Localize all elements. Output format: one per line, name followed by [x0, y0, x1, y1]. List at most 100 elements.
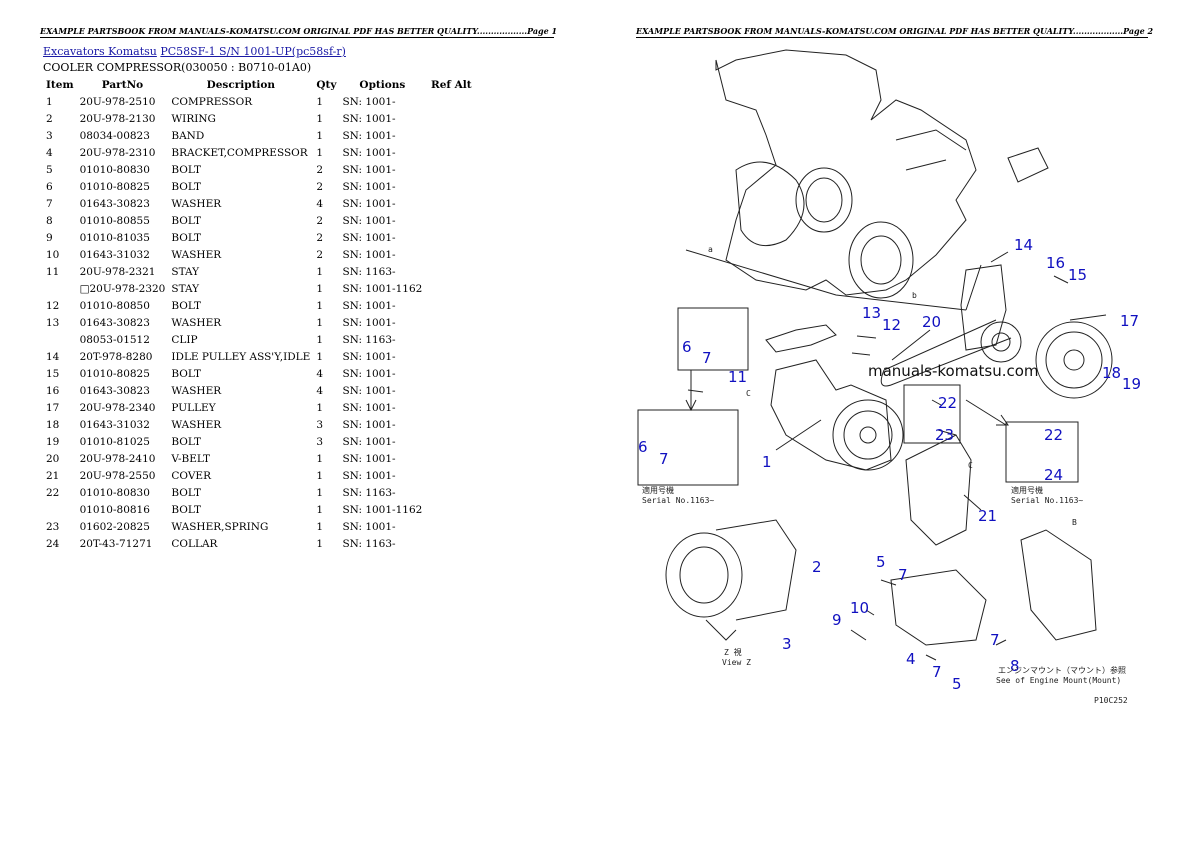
table-cell: [425, 501, 477, 518]
direction-arrow-drawing: [1007, 147, 1049, 183]
table-cell: SN: 1001-: [342, 112, 396, 125]
callout-number: 8: [1010, 657, 1020, 675]
table-cell: 1: [316, 486, 324, 499]
table-cell: IDLE PULLEY ASS'Y,IDLE: [171, 350, 311, 363]
table-cell: 1: [46, 95, 53, 108]
callout-number: 16: [1046, 254, 1065, 272]
table-cell: SN: 1001-: [342, 231, 396, 244]
table-cell: WASHER: [171, 197, 222, 210]
table-cell: [425, 280, 477, 297]
table-cell: BAND: [171, 129, 205, 142]
callout-number: 12: [882, 316, 901, 334]
table-cell: 1: [316, 537, 324, 550]
table-cell: 5: [46, 163, 53, 176]
column-header: Description: [206, 78, 276, 91]
table-cell: 2: [316, 231, 324, 244]
table-cell: [425, 416, 477, 433]
table-cell: [425, 314, 477, 331]
label-c2: C: [968, 461, 973, 470]
table-cell: WASHER: [171, 248, 222, 261]
watermark: manuals-komatsu.com: [868, 362, 1039, 380]
callout-number: 24: [1044, 466, 1063, 484]
callout-number: 7: [702, 349, 712, 367]
table-cell: 4: [316, 384, 324, 397]
cover-drawing: [905, 434, 972, 546]
breadcrumb-link-excavators[interactable]: Excavators Komatsu: [43, 45, 157, 58]
table-cell: 6: [46, 180, 53, 193]
table-cell: 01010-81035: [79, 231, 150, 244]
column-header: Options: [359, 78, 406, 91]
table-cell: 16: [46, 384, 60, 397]
table-cell: 12: [46, 299, 60, 312]
table-cell: 1: [316, 503, 324, 516]
table-cell: 17: [46, 401, 60, 414]
serial-right-jp: 適用号機: [1011, 485, 1043, 495]
table-cell: 08034-00823: [79, 129, 150, 142]
table-cell: COMPRESSOR: [171, 95, 253, 108]
v-belt-drawing: [880, 319, 1012, 387]
table-cell: 2: [316, 180, 324, 193]
table-cell: SN: 1001-: [342, 469, 396, 482]
breadcrumb-link-model[interactable]: PC58SF-1 S/N 1001-UP(pc58sf-r): [160, 45, 346, 58]
table-cell: 2: [316, 248, 324, 261]
table-cell: BOLT: [171, 367, 202, 380]
table-cell: SN: 1001-: [342, 520, 396, 533]
table-cell: SN: 1001-: [342, 197, 396, 210]
table-cell: 4: [46, 146, 53, 159]
table-cell: [43, 280, 77, 297]
table-cell: 23: [46, 520, 60, 533]
table-cell: 20: [46, 452, 60, 465]
callout-number: 15: [1068, 266, 1087, 284]
table-cell: SN: 1001-: [342, 401, 396, 414]
table-cell: 01643-30823: [79, 316, 150, 329]
column-header: Ref Alt: [431, 78, 472, 91]
table-cell: 19: [46, 435, 60, 448]
table-cell: SN: 1001-: [342, 435, 396, 448]
view-z-jp: Z 視: [724, 648, 742, 657]
table-cell: SN: 1001-: [342, 95, 396, 108]
callout-number: 7: [898, 566, 908, 584]
table-cell: 1: [316, 146, 324, 159]
callout-number: 9: [832, 611, 842, 629]
table-cell: BOLT: [171, 214, 202, 227]
table-cell: [425, 246, 477, 263]
view-z-compressor-drawing: [665, 532, 743, 618]
callout-number: 21: [978, 507, 997, 525]
table-cell: SN: 1001-: [342, 163, 396, 176]
table-cell: 4: [316, 197, 324, 210]
callout-number: 6: [682, 338, 692, 356]
table-cell: 01010-80830: [79, 163, 150, 176]
table-cell: 01643-30823: [79, 384, 150, 397]
callout-number: 10: [850, 599, 869, 617]
table-cell: SN: 1163-: [342, 333, 396, 346]
table-cell: [425, 212, 477, 229]
table-cell: 01602-20825: [79, 520, 150, 533]
table-cell: SN: 1001-: [342, 180, 396, 193]
table-cell: SN: 1001-: [342, 316, 396, 329]
table-cell: 1: [316, 129, 324, 142]
table-cell: 21: [46, 469, 60, 482]
table-cell: BOLT: [171, 180, 202, 193]
table-cell: 01010-80855: [79, 214, 150, 227]
table-cell: 01010-80816: [79, 503, 150, 516]
callout-number: 3: [782, 635, 792, 653]
table-cell: SN: 1001-: [342, 214, 396, 227]
detail-box-serial-right: [1005, 421, 1079, 483]
callout-number: 7: [932, 663, 942, 681]
table-cell: [425, 93, 477, 110]
label-a: a: [708, 245, 713, 254]
